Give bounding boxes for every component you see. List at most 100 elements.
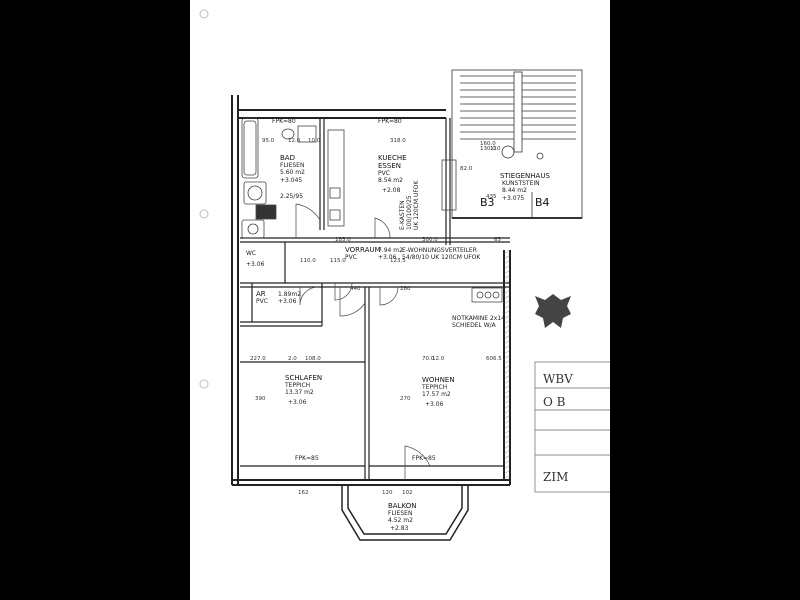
hatch-line xyxy=(503,444,511,450)
hatch-line xyxy=(503,409,511,415)
room-wohnen-floor: TEPPICH xyxy=(421,384,447,391)
hatch-line xyxy=(503,364,511,370)
room-kueche-area: 8.54 m2 xyxy=(378,177,403,184)
room-bad-floor: FLIESEN xyxy=(280,162,304,169)
room-vorraum-height: +3.06 xyxy=(378,254,397,261)
e-kasten-uk: UK 120CM UFOK xyxy=(413,179,420,230)
dimension-label: 123.5 xyxy=(390,258,406,264)
room-wc-name: WC xyxy=(246,250,256,257)
wohnungsverteiler-label: E-WOHNUNGSVERTEILER xyxy=(402,247,477,254)
room-kueche-floor: PVC xyxy=(378,170,390,177)
hatch-line xyxy=(503,379,511,385)
hatch-line xyxy=(503,304,511,310)
dimension-label: 110.0 xyxy=(300,258,316,264)
wohnungsverteiler-size: 54/80/10 UK 120CM UFOK xyxy=(402,254,481,261)
dimension-label: 130.0 xyxy=(480,146,496,152)
fpk-label: FPK=80 xyxy=(272,118,296,125)
room-ar-floor: PVC xyxy=(256,298,268,305)
title-block xyxy=(534,361,610,493)
room-stiegenhaus-name: STIEGENHAUS xyxy=(500,172,550,180)
hatch-line xyxy=(503,429,511,435)
hatch-line xyxy=(503,299,511,305)
dimension-label: 95.0 xyxy=(262,138,275,144)
hatch-line xyxy=(503,384,511,390)
hatch-line xyxy=(503,464,511,470)
room-stiegenhaus-floor: KUNSTSTEIN xyxy=(502,180,540,187)
hatch-line xyxy=(503,344,511,350)
hatch-line xyxy=(503,259,511,265)
eagle-emblem xyxy=(535,294,571,328)
e-kasten-size: 100/100/25 xyxy=(406,195,413,230)
hatch-line xyxy=(503,329,511,335)
hatch-line xyxy=(503,264,511,270)
room-wc-height: +3.06 xyxy=(246,261,265,268)
room-schlafen-floor: TEPPICH xyxy=(284,382,310,389)
hatch-line xyxy=(503,314,511,320)
dimension-label: 160.0 xyxy=(480,141,496,147)
floor-plan: WBV O B ZIM BAD FLIESEN 5.60 m2 +3.045 2… xyxy=(199,9,610,541)
room-schlafen-area: 13.37 m2 xyxy=(285,389,314,396)
hatch-line xyxy=(503,474,511,480)
room-balkon-floor: FLIESEN xyxy=(388,510,412,517)
hatch-line xyxy=(503,419,511,425)
dimension-label: 110 xyxy=(490,146,501,152)
dimension-label: 120 xyxy=(382,490,393,496)
dimension-label: 435 xyxy=(486,194,497,200)
title-line-2: O B xyxy=(543,395,566,409)
hatch-line xyxy=(503,439,511,445)
dimension-label: 227.0 xyxy=(250,356,266,362)
door-swings xyxy=(295,203,431,480)
room-kueche-name2: ESSEN xyxy=(378,162,401,170)
dimension-label: 280 xyxy=(400,286,411,292)
room-bad-name: BAD xyxy=(280,154,295,162)
outer-walls xyxy=(231,95,511,486)
room-stiegenhaus-area: 8.44 m2 xyxy=(502,187,527,194)
fpk-label: FPK=80 xyxy=(378,118,402,125)
room-bad-height: +3.045 xyxy=(280,177,302,184)
room-balkon-area: 4.52 m2 xyxy=(388,517,413,524)
hatch-line xyxy=(503,269,511,275)
room-vorraum-name: VORRAUM xyxy=(345,246,381,254)
dimension-label: 12.0 xyxy=(432,356,445,362)
hatch-line xyxy=(503,389,511,395)
room-wohnen-area: 17.57 m2 xyxy=(422,391,451,398)
hatch-line xyxy=(503,319,511,325)
staircase xyxy=(451,69,583,219)
hatch-line xyxy=(503,274,511,280)
dimension-label: 390 xyxy=(255,396,266,402)
hatch-line xyxy=(503,294,511,300)
room-kueche-height: +2.08 xyxy=(382,187,401,194)
dimension-label: 2.0 xyxy=(288,356,297,362)
hatch-line xyxy=(503,359,511,365)
punch-hole xyxy=(199,209,209,219)
dimension-label: 162 xyxy=(298,490,309,496)
dimension-label: 70.0 xyxy=(422,356,435,362)
dimension-label: 10.0 xyxy=(308,138,321,144)
hatch-line xyxy=(503,349,511,355)
punch-hole xyxy=(199,379,209,389)
title-line-1: WBV xyxy=(543,372,573,386)
dimension-label: 300.0 xyxy=(422,237,438,243)
dimension-label: 318.0 xyxy=(390,138,406,144)
hatch-line xyxy=(503,414,511,420)
room-vorraum-area: 7.94 m2 xyxy=(378,247,403,254)
dimension-label: 82.0 xyxy=(460,166,473,172)
hatch-line xyxy=(503,284,511,290)
room-schlafen-height: +3.06 xyxy=(288,399,307,406)
chimneys xyxy=(471,287,503,303)
dimension-label: 12.0 xyxy=(288,138,301,144)
room-balkon-height: +2.83 xyxy=(390,525,409,532)
room-vorraum-floor: PVC xyxy=(345,254,357,261)
dimension-label: 270 xyxy=(400,396,411,402)
hatch-line xyxy=(503,279,511,285)
dimension-label: 108.0 xyxy=(305,356,321,362)
schiedel-label: SCHIEDEL W/A xyxy=(452,322,497,329)
dimension-label: 102 xyxy=(402,490,413,496)
room-ar-height: +3.06 xyxy=(278,298,297,305)
dimension-label: 185.0 xyxy=(335,237,351,243)
hatch-line xyxy=(503,249,511,255)
dimension-label: 606.5 xyxy=(486,356,502,362)
room-bad-area: 5.60 m2 xyxy=(280,169,305,176)
title-line-3: ZIM xyxy=(543,470,568,484)
